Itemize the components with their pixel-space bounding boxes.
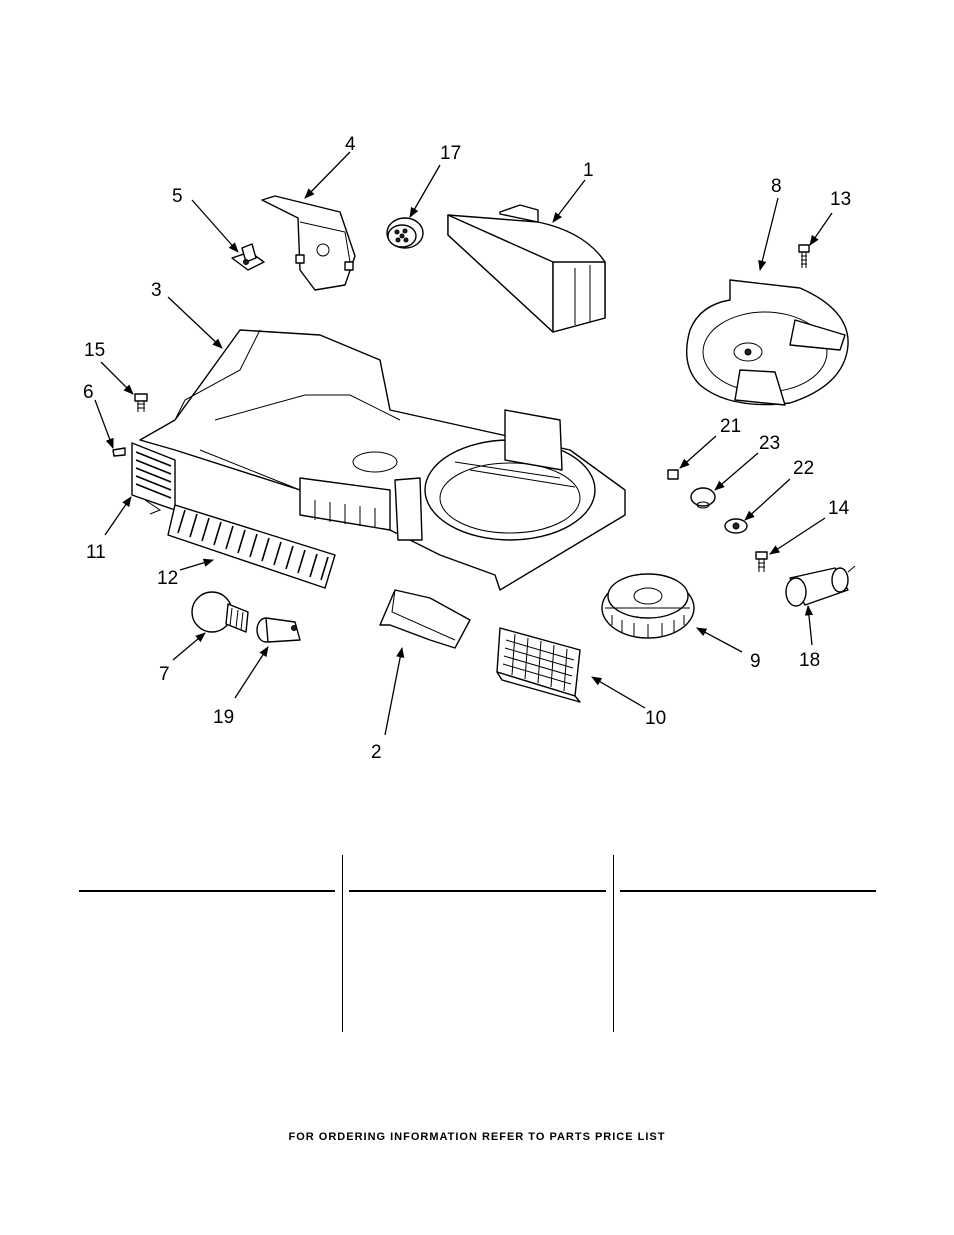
part-14-screw — [755, 551, 768, 572]
part-18-capacitor — [785, 565, 856, 607]
callout-23: 23 — [759, 433, 780, 454]
callout-7: 7 — [159, 664, 170, 685]
callout-8: 8 — [771, 176, 782, 197]
callout-3: 3 — [151, 280, 162, 301]
part-10-filter — [496, 627, 581, 703]
part-1-air-duct — [447, 204, 606, 333]
table-divider-1 — [342, 855, 343, 1032]
callout-1: 1 — [583, 160, 594, 181]
callout-4: 4 — [345, 134, 356, 155]
table-rule-1 — [79, 890, 335, 892]
part-13-screw — [798, 244, 810, 268]
part-6-clip — [112, 447, 126, 457]
part-19-socket — [256, 617, 301, 643]
callout-14: 14 — [828, 498, 850, 519]
callout-15: 15 — [84, 340, 105, 361]
callout-19: 19 — [213, 707, 234, 728]
callout-6: 6 — [83, 382, 94, 403]
part-9-blower-wheel — [601, 573, 695, 639]
part-2-cover — [379, 589, 471, 649]
part-23-knob — [690, 487, 716, 509]
part-5-thermal-switch — [231, 243, 265, 271]
callout-17: 17 — [440, 143, 461, 164]
callout-labels: 1 2 3 4 5 6 7 8 9 10 11 12 13 14 15 17 1… — [83, 134, 851, 763]
part-12-front-grille — [167, 504, 336, 589]
callout-13: 13 — [830, 189, 851, 210]
callout-18: 18 — [799, 650, 820, 671]
table-rule-2 — [349, 890, 606, 892]
callout-12: 12 — [157, 568, 178, 589]
callout-21: 21 — [720, 416, 741, 437]
part-21-nut — [667, 469, 679, 480]
table-rule-3 — [620, 890, 876, 892]
leader-lines — [94, 151, 833, 736]
part-8-blower-housing — [686, 279, 849, 406]
callout-10: 10 — [645, 708, 666, 729]
ordering-info-footer: FOR ORDERING INFORMATION REFER TO PARTS … — [288, 1131, 666, 1143]
callout-5: 5 — [172, 186, 183, 207]
part-7-bulb — [191, 591, 249, 633]
table-divider-2 — [613, 855, 614, 1032]
part-11-side-grille — [131, 442, 176, 515]
callout-11: 11 — [86, 542, 106, 563]
callout-9: 9 — [750, 651, 761, 672]
part-4-bracket — [261, 195, 356, 291]
part-22-washer — [724, 518, 748, 534]
callout-2: 2 — [371, 742, 382, 763]
part-15-screw — [134, 393, 148, 412]
part-3-base-plate — [139, 329, 626, 591]
part-17-small-fan — [386, 217, 424, 249]
callout-22: 22 — [793, 458, 814, 479]
